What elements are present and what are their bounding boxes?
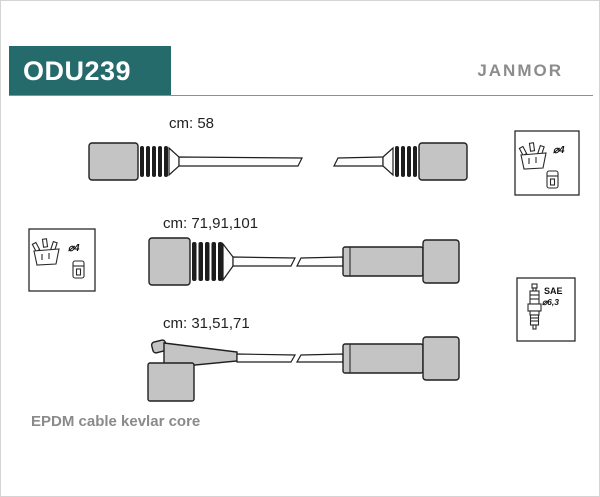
cable-1-left-connector (88, 142, 139, 181)
distributor-cap-icon (31, 238, 60, 266)
cable-2-left-taper (222, 242, 234, 282)
material-note: EPDM cable kevlar core (31, 413, 201, 430)
spec-badge-frame (516, 277, 576, 342)
cable-2-left-connector (148, 237, 191, 286)
cable-3 (147, 336, 460, 402)
cable-2-end-connector (422, 239, 460, 284)
terminal-sleeve-icon (72, 260, 85, 279)
cable-1-right-connector (418, 142, 468, 181)
diameter-label: ⌀4 (553, 145, 565, 156)
diameter-label: ⌀6,3 (542, 297, 559, 307)
cable-2-sleeve (342, 246, 424, 277)
cable-2-left-ribs (192, 242, 223, 281)
connector-spec-badge-right: ⌀4 (514, 130, 580, 196)
cable-1-wire-left (178, 156, 303, 167)
spark-plug-spec-badge: SAE ⌀6,3 (516, 277, 576, 342)
cable-3-wire-right (295, 353, 344, 363)
cable-length-label-3: cm: 31,51,71 (163, 315, 250, 332)
spark-plug-icon (527, 283, 542, 330)
cable-1-right-taper (382, 146, 394, 177)
cable-1-left-taper (168, 146, 180, 177)
distributor-cap-icon (518, 142, 547, 170)
connector-spec-badge-left: ⌀4 (28, 228, 96, 292)
cable-3-end-connector (422, 336, 460, 381)
cable-1-wire-right (333, 156, 384, 167)
cable-length-label-1: cm: 58 (169, 115, 215, 132)
sae-label: SAE (544, 286, 563, 296)
header-divider (9, 95, 593, 96)
brand-logo: JANMOR (477, 61, 563, 80)
cable-length-label-2: cm: 71,91,101 (163, 215, 259, 232)
diameter-label: ⌀4 (68, 243, 80, 254)
cable-3-sleeve (342, 343, 424, 374)
cable-2 (148, 237, 460, 286)
terminal-sleeve-icon (546, 170, 559, 189)
cable-1 (88, 142, 468, 181)
cable-1-left-ribs (140, 146, 168, 177)
cable-1-right-ribs (395, 146, 417, 177)
part-number-badge: ODU239 (9, 46, 171, 96)
cable-3-wire-left (236, 353, 297, 363)
cable-2-wire-right (296, 256, 344, 267)
cable-3-boot-body (147, 362, 195, 402)
cable-2-wire-left (232, 256, 296, 267)
